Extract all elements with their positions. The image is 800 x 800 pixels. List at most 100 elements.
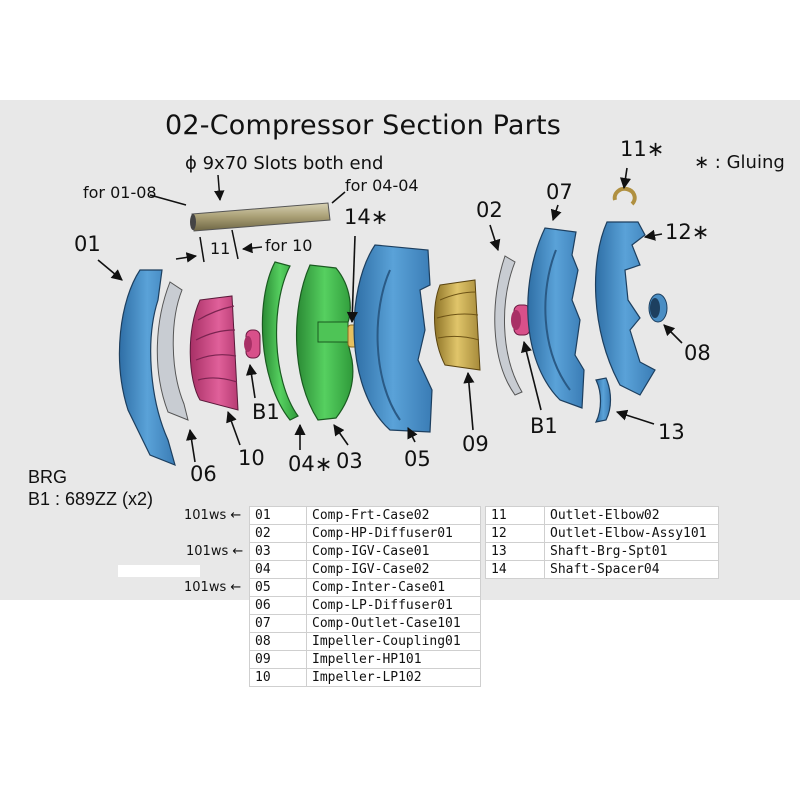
part-06-lp-diffuser (156, 281, 189, 421)
arrow-b1-left (245, 363, 258, 399)
part-02-hp-diffuser (494, 255, 523, 396)
arrow-13 (615, 409, 655, 425)
part-13-shaft-brg-spt (594, 377, 612, 423)
part-number: 02 (249, 524, 307, 543)
callout-01: 01 (74, 232, 101, 256)
part-name: Comp-IGV-Case01 (306, 542, 481, 561)
part-name: Comp-HP-Diffuser01 (306, 524, 481, 543)
part-number: 01 (249, 506, 307, 525)
part-number: 10 (249, 668, 307, 687)
callout-08: 08 (684, 341, 711, 365)
arrow-segment-left (175, 252, 198, 263)
segment-tick-right (231, 229, 239, 260)
part-name: Impeller-HP101 (306, 650, 481, 669)
part-number: 05 (249, 578, 307, 597)
part-09-hp-impeller (434, 279, 481, 371)
part-name: Shaft-Spacer04 (544, 560, 719, 579)
shaft-for-segment-label: for 10 (265, 236, 313, 255)
callout-09: 09 (462, 432, 489, 456)
part-number: 06 (249, 596, 307, 615)
part-number: 09 (249, 650, 307, 669)
leader-shaft-spec (214, 174, 225, 202)
part-name: Comp-IGV-Case02 (306, 560, 481, 579)
part-name: Comp-Outlet-Case101 (306, 614, 481, 633)
ws-note-03: 101ws ← (186, 544, 244, 559)
part-name: Outlet-Elbow-Assy101 (544, 524, 719, 543)
part-b1-bearing-left (244, 329, 261, 359)
arrow-08 (663, 324, 683, 344)
ws-note-05: 101ws ← (184, 580, 242, 595)
leader-for-right (331, 191, 346, 204)
arrow-11 (619, 167, 632, 190)
part-number: 14 (485, 560, 545, 579)
part-b1-bearing-right (511, 304, 531, 336)
white-bar (118, 565, 200, 577)
segment-tick-left (199, 236, 205, 263)
part-number: 07 (249, 614, 307, 633)
part-number: 11 (485, 506, 545, 525)
shaft-for-left-label: for 01-08 (83, 183, 157, 202)
arrow-10 (226, 410, 241, 446)
arrow-segment-right (241, 242, 263, 254)
igv-hub (317, 321, 349, 343)
callout-06: 06 (190, 462, 217, 486)
callout-03: 03 (336, 449, 363, 473)
part-name: Shaft-Brg-Spt01 (544, 542, 719, 561)
callout-12: 12∗ (665, 220, 710, 244)
bearing-heading: BRG (28, 467, 68, 487)
ws-note-01: 101ws ← (184, 508, 242, 523)
callout-05: 05 (404, 447, 431, 471)
callout-14: 14∗ (344, 205, 389, 229)
callout-02: 02 (476, 198, 503, 222)
callout-11: 11∗ (620, 137, 665, 161)
part-number: 13 (485, 542, 545, 561)
arrow-01 (97, 259, 123, 281)
arrow-02 (489, 224, 501, 252)
part-number: 03 (249, 542, 307, 561)
arrow-05 (407, 426, 418, 443)
callout-b1-left: B1 (252, 400, 280, 424)
part-name: Impeller-LP102 (306, 668, 481, 687)
part-name: Impeller-Coupling01 (306, 632, 481, 651)
bearing-note: BRG B1 : 689ZZ (x2) (28, 466, 153, 510)
shaft-spec-label: ϕ 9x70 Slots both end (185, 153, 384, 174)
part-07-outlet-case (527, 227, 585, 409)
part-name: Comp-Inter-Case01 (306, 578, 481, 597)
part-number: 04 (249, 560, 307, 579)
callout-b1-right: B1 (530, 414, 558, 438)
arrow-b1-right (521, 340, 542, 411)
part-01-front-case (118, 269, 176, 467)
shaft-segment-label: 11 (210, 239, 231, 258)
callout-04: 04∗ (288, 452, 333, 476)
callout-07: 07 (546, 180, 573, 204)
part-name: Comp-LP-Diffuser01 (306, 596, 481, 615)
part-04-igv-case02 (261, 261, 299, 421)
page-title: 02-Compressor Section Parts (165, 110, 562, 141)
part-number: 12 (485, 524, 545, 543)
arrow-06 (186, 428, 198, 463)
arrow-07 (550, 204, 562, 222)
part-number: 08 (249, 632, 307, 651)
bearing-spec: B1 : 689ZZ (x2) (28, 489, 154, 509)
part-08-impeller-coupling (648, 293, 668, 323)
arrow-03 (333, 424, 349, 446)
part-name: Comp-Frt-Case02 (306, 506, 481, 525)
arrow-12 (643, 229, 663, 241)
